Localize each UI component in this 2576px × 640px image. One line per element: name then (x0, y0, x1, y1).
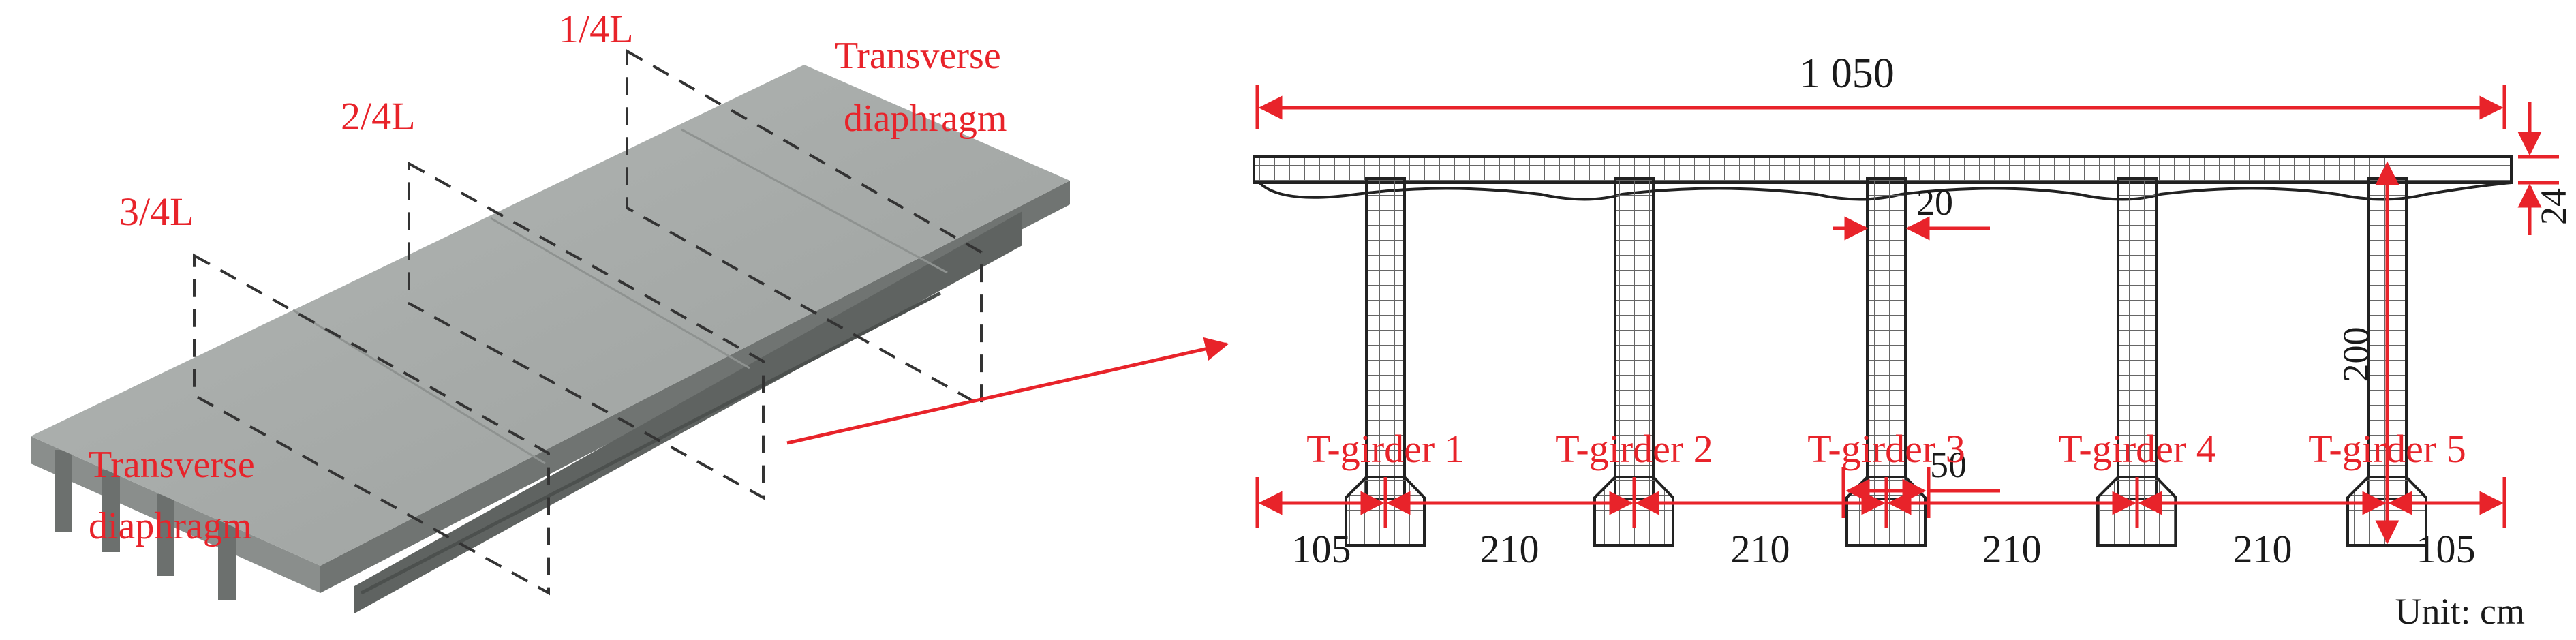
label-spacing-2: 210 (1480, 527, 1539, 571)
dim-total-width: 1 050 (1255, 50, 2506, 129)
cross-section (1253, 155, 2513, 547)
deck-3d (31, 65, 1070, 613)
flange-line (360, 291, 942, 595)
label-diaphragm-top-2: diaphragm (844, 97, 1007, 140)
dim-web: 20 (1833, 182, 1990, 241)
label-total-width: 1 050 (1799, 50, 1895, 97)
label-slab: 24 (2533, 188, 2574, 225)
label-girder-2: T-girder 2 (1555, 427, 1713, 471)
label-diaphragm-bottom-2: diaphragm (89, 505, 251, 547)
section-plane-half (408, 161, 765, 500)
label-web: 20 (1916, 182, 1953, 223)
end-girders (55, 450, 236, 600)
section-plane-quarter (626, 48, 983, 408)
deck-front-face (320, 181, 1070, 593)
label-half: 2/4L (341, 94, 416, 138)
pointer-arrow (786, 337, 1229, 445)
label-spacing-5: 210 (2233, 527, 2293, 571)
label-unit: Unit: cm (2395, 591, 2525, 632)
label-diaphragm-top-1: Transverse (835, 35, 1001, 77)
label-spacing-4: 210 (1982, 527, 2042, 571)
dim-bulb: 50 (1841, 444, 2000, 518)
section-plane-three-quarter (193, 253, 550, 596)
front-girder (354, 211, 1022, 613)
label-spacing-3: 210 (1731, 527, 1790, 571)
label-spacing-1: 105 (1292, 527, 1351, 571)
label-girder-1: T-girder 1 (1306, 427, 1464, 471)
label-quarter: 1/4L (559, 7, 634, 51)
label-girder-3: T-girder 3 (1807, 427, 1965, 471)
label-girder-4: T-girder 4 (2058, 427, 2215, 471)
deck-top-surface (31, 65, 1070, 566)
label-bulb: 50 (1930, 444, 1967, 485)
label-three-quarter: 3/4L (119, 189, 194, 234)
label-girder-5: T-girder 5 (2308, 427, 2466, 471)
label-height: 200 (2335, 327, 2376, 382)
dim-slab-thickness: 24 (2517, 102, 2574, 235)
label-spacing-6: 105 (2417, 527, 2476, 571)
dim-spacings (1255, 477, 2506, 528)
label-diaphragm-bottom-1: Transverse (89, 444, 255, 486)
section-planes (193, 48, 983, 596)
